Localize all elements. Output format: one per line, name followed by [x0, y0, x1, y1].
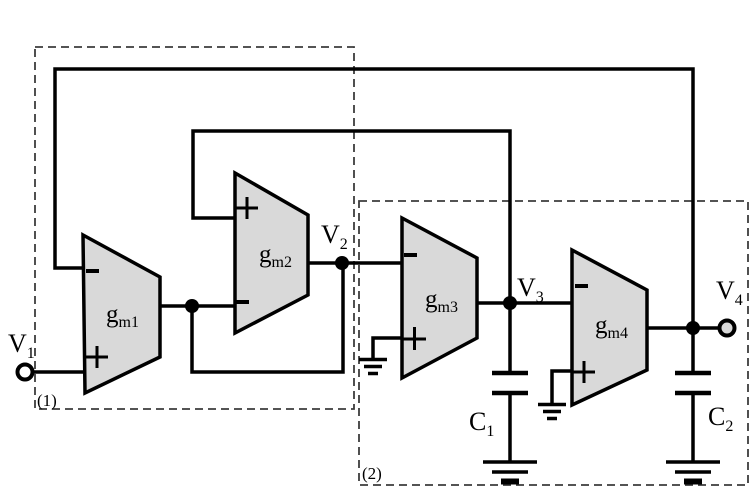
wire-gm3-plus-to-ground — [371, 336, 402, 358]
wires — [33, 67, 719, 462]
v4-terminal — [717, 318, 737, 338]
gm4-ground-icon — [538, 402, 566, 421]
gm1-plus-icon — [86, 346, 108, 368]
gm3-body — [400, 215, 479, 381]
c1-label-sub: 1 — [486, 423, 494, 440]
v1-label-base: V — [8, 329, 27, 358]
v4-label-base: V — [716, 276, 735, 305]
junction-dot-v3 — [503, 296, 517, 310]
wire-v4-feedback-to-gm1-minus — [53, 67, 695, 328]
gm2-label-base: g — [259, 241, 272, 268]
gm3-ground-icon — [359, 357, 387, 376]
gm1-label-sub: m1 — [119, 314, 139, 331]
capacitor-c2: C2 — [675, 370, 733, 435]
gm1-amplifier: gm1 — [81, 232, 162, 396]
v4-label-sub: 4 — [735, 292, 743, 309]
stage-2-boundary: (2) — [358, 200, 749, 486]
c1-label: C1 — [469, 407, 494, 440]
junction-dot-v4 — [686, 321, 700, 335]
gm4-label-base: g — [595, 312, 608, 339]
c2-ground-icon — [666, 460, 720, 474]
gm2-label-sub: m2 — [272, 254, 292, 271]
c2-label: C2 — [708, 402, 733, 435]
stage-1-boundary: (1) — [34, 46, 355, 410]
v3-label-base: V — [517, 273, 536, 302]
v2-label-sub: 2 — [340, 236, 348, 253]
v2-label: V2 — [321, 220, 348, 253]
c2-plates — [675, 370, 711, 396]
junction-dot-v2 — [335, 256, 349, 270]
capacitor-c1: C1 — [469, 370, 528, 440]
c2-label-base: C — [708, 402, 725, 431]
v1-label: V1 — [8, 329, 35, 362]
v2-label-base: V — [321, 220, 340, 249]
gm3-label: gm3 — [425, 286, 458, 316]
junction-dot-gm1-output — [185, 299, 199, 313]
c1-ground-icon — [483, 460, 537, 474]
gm3-plus-icon — [403, 327, 426, 350]
gm2-body — [233, 169, 310, 336]
v3-label: V3 — [517, 273, 544, 306]
gm4-amplifier: gm4 — [570, 247, 649, 408]
gm4-plus-icon — [573, 361, 595, 383]
gm1-label-base: g — [106, 301, 119, 328]
v3-label-sub: 3 — [536, 289, 544, 306]
stage-2-dashed-rect — [358, 200, 749, 486]
c1-label-base: C — [469, 407, 486, 436]
c1-plates — [492, 370, 528, 396]
gm3-label-base: g — [425, 286, 438, 313]
v4-label: V4 — [716, 276, 743, 309]
gm2-amplifier: gm2 — [233, 169, 310, 336]
gm2-label: gm2 — [259, 241, 292, 271]
gm1-label: gm1 — [106, 301, 139, 331]
ground-icons — [359, 357, 720, 485]
wire-gm2-diode-loop — [190, 263, 345, 374]
gm4-label-sub: m4 — [608, 325, 628, 342]
v1-terminal — [15, 362, 35, 382]
gm1-body — [81, 232, 162, 396]
gm2-plus-icon — [236, 197, 258, 219]
gm4-body — [570, 247, 649, 408]
stage-1-dashed-rect — [34, 46, 355, 410]
stage-1-label: (1) — [37, 391, 57, 410]
wire-v3-feedback-to-gm2-plus — [191, 129, 512, 303]
junction-dots — [185, 256, 700, 335]
wire-gm4-plus-to-ground — [550, 369, 572, 403]
c2-label-sub: 2 — [725, 418, 733, 435]
gm4-label: gm4 — [595, 312, 628, 342]
stage-2-label: (2) — [362, 464, 382, 483]
v1-label-sub: 1 — [27, 345, 35, 362]
gm3-amplifier: gm3 — [400, 215, 479, 381]
gm3-label-sub: m3 — [438, 299, 458, 316]
